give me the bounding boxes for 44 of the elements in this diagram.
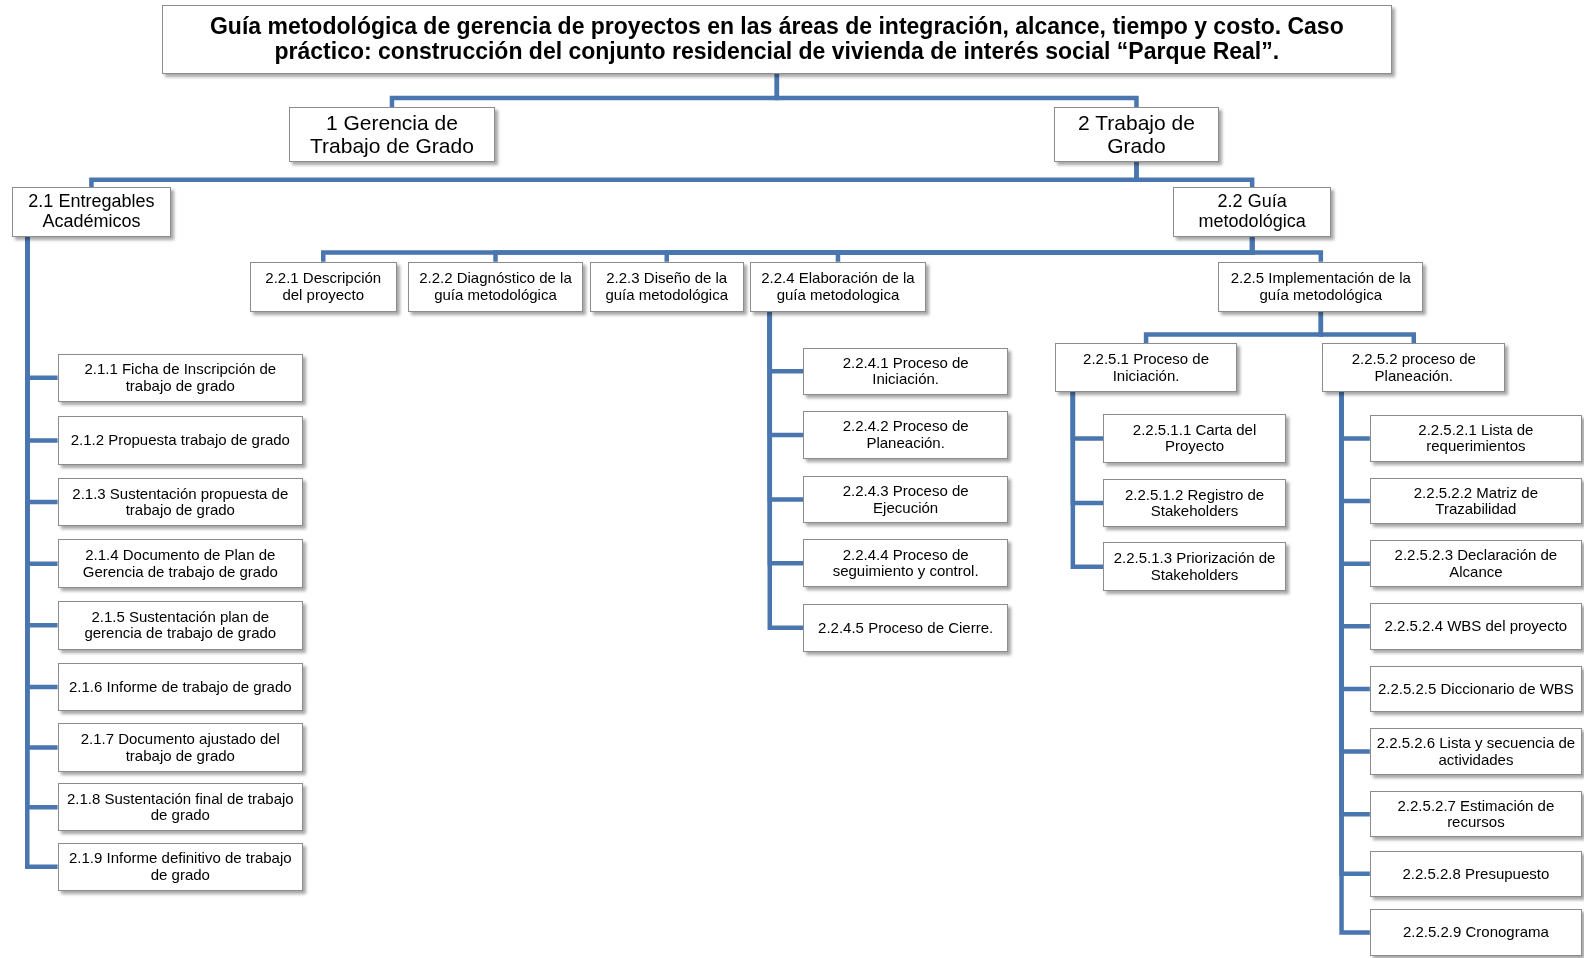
wbs-box: 2.2.3 Diseño de la guía metodológica: [589, 261, 744, 313]
wbs-box: 2.1.5 Sustentación plan de gerencia de trabajo de grado: [57, 601, 304, 650]
wbs-box: 2.2.5.2.2 Matriz de Trazabilidad: [1369, 477, 1582, 525]
wbs-box: 2.1.9 Informe definitivo de trabajo de grado: [57, 842, 304, 891]
wbs-box: 2.1.3 Sustentación propuesta de trabajo de grado: [57, 477, 304, 527]
wbs-box: 2.2.4.2 Proceso de Planeación.: [803, 411, 1009, 459]
wbs-box: 2.2.4.1 Proceso de Iniciación.: [803, 347, 1009, 395]
connector-line: [1249, 237, 1324, 262]
wbs-box: 1 Gerencia de Trabajo de Grado: [288, 107, 495, 162]
wbs-box: 2.1.2 Propuesta trabajo de grado: [57, 416, 304, 465]
wbs-box: 2.1.6 Informe de trabajo de grado: [57, 662, 304, 712]
wbs-box: 2.2.5.1.1 Carta del Proyecto: [1103, 414, 1286, 463]
wbs-box: 2.2.5.2.7 Estimación de recursos: [1369, 791, 1582, 838]
wbs-box: 2.2.1 Descripción del proyecto: [249, 261, 397, 313]
wbs-box: 2.2.5.2.3 Declaración de Alcance: [1369, 540, 1582, 587]
connector-line: [1318, 312, 1417, 344]
wbs-box: 2.2.5.2 proceso de Planeación.: [1322, 343, 1506, 392]
wbs-box: 2.2.4.5 Proceso de Cierre.: [803, 604, 1009, 652]
wbs-box: 2.2.4.4 Proceso de seguimiento y control.: [803, 539, 1009, 587]
wbs-box: 2.2.5.2.6 Lista y secuencia de actividades: [1369, 728, 1582, 775]
wbs-box: 2.2.4 Elaboración de la guía metodologica: [749, 261, 927, 313]
wbs-box: 2.1.4 Documento de Plan de Gerencia de trabajo de grado: [57, 539, 304, 588]
wbs-box: 2.2.2 Diagnóstico de la guía metodológica: [408, 261, 583, 313]
wbs-box: 2.1.8 Sustentación final de trabajo de grado: [57, 782, 304, 832]
wbs-box: 2.1.1 Ficha de Inscripción de trabajo de grado: [57, 353, 304, 403]
wbs-box: 2.2.5.2.9 Cronograma: [1369, 909, 1582, 956]
connector-line: [1070, 391, 1104, 569]
wbs-box: 2.2 Guía metodológica: [1172, 186, 1332, 238]
connector-line: [1134, 161, 1255, 187]
wbs-box: 2.2.5.2.8 Presupuesto: [1369, 850, 1582, 898]
wbs-box: 2.2.5.1 Proceso de Iniciación.: [1054, 343, 1238, 392]
wbs-box: 2.2.5.1.2 Registro de Stakeholders: [1103, 478, 1286, 528]
connector-line: [767, 312, 804, 631]
wbs-box: 2.1 Entregables Académicos: [12, 186, 171, 238]
wbs-box: 2.2.5.1.3 Priorización de Stakeholders: [1103, 542, 1286, 591]
wbs-box: 2 Trabajo de Grado: [1053, 107, 1220, 162]
wbs-box: 2.2.5.2.4 WBS del proyecto: [1369, 603, 1582, 650]
wbs-box: 2.2.4.3 Proceso de Ejecución: [803, 475, 1009, 524]
wbs-box: 2.2.5.2.1 Lista de requerimientos: [1369, 415, 1582, 462]
connector-line: [774, 73, 1139, 108]
wbs-box: 2.2.5.2.5 Diccionario de WBS: [1369, 665, 1582, 713]
wbs-box: 2.1.7 Documento ajustado del trabajo de grado: [57, 723, 304, 772]
wbs-box: 2.2.5 Implementación de la guía metodológica: [1218, 261, 1424, 313]
title-box: Guía metodológica de gerencia de proyectos en las áreas de integración, alcance, tiempo y costo. Caso práctico: construcción del conjunto residencial de vivienda de interés social “Parque Real”.: [161, 5, 1393, 74]
